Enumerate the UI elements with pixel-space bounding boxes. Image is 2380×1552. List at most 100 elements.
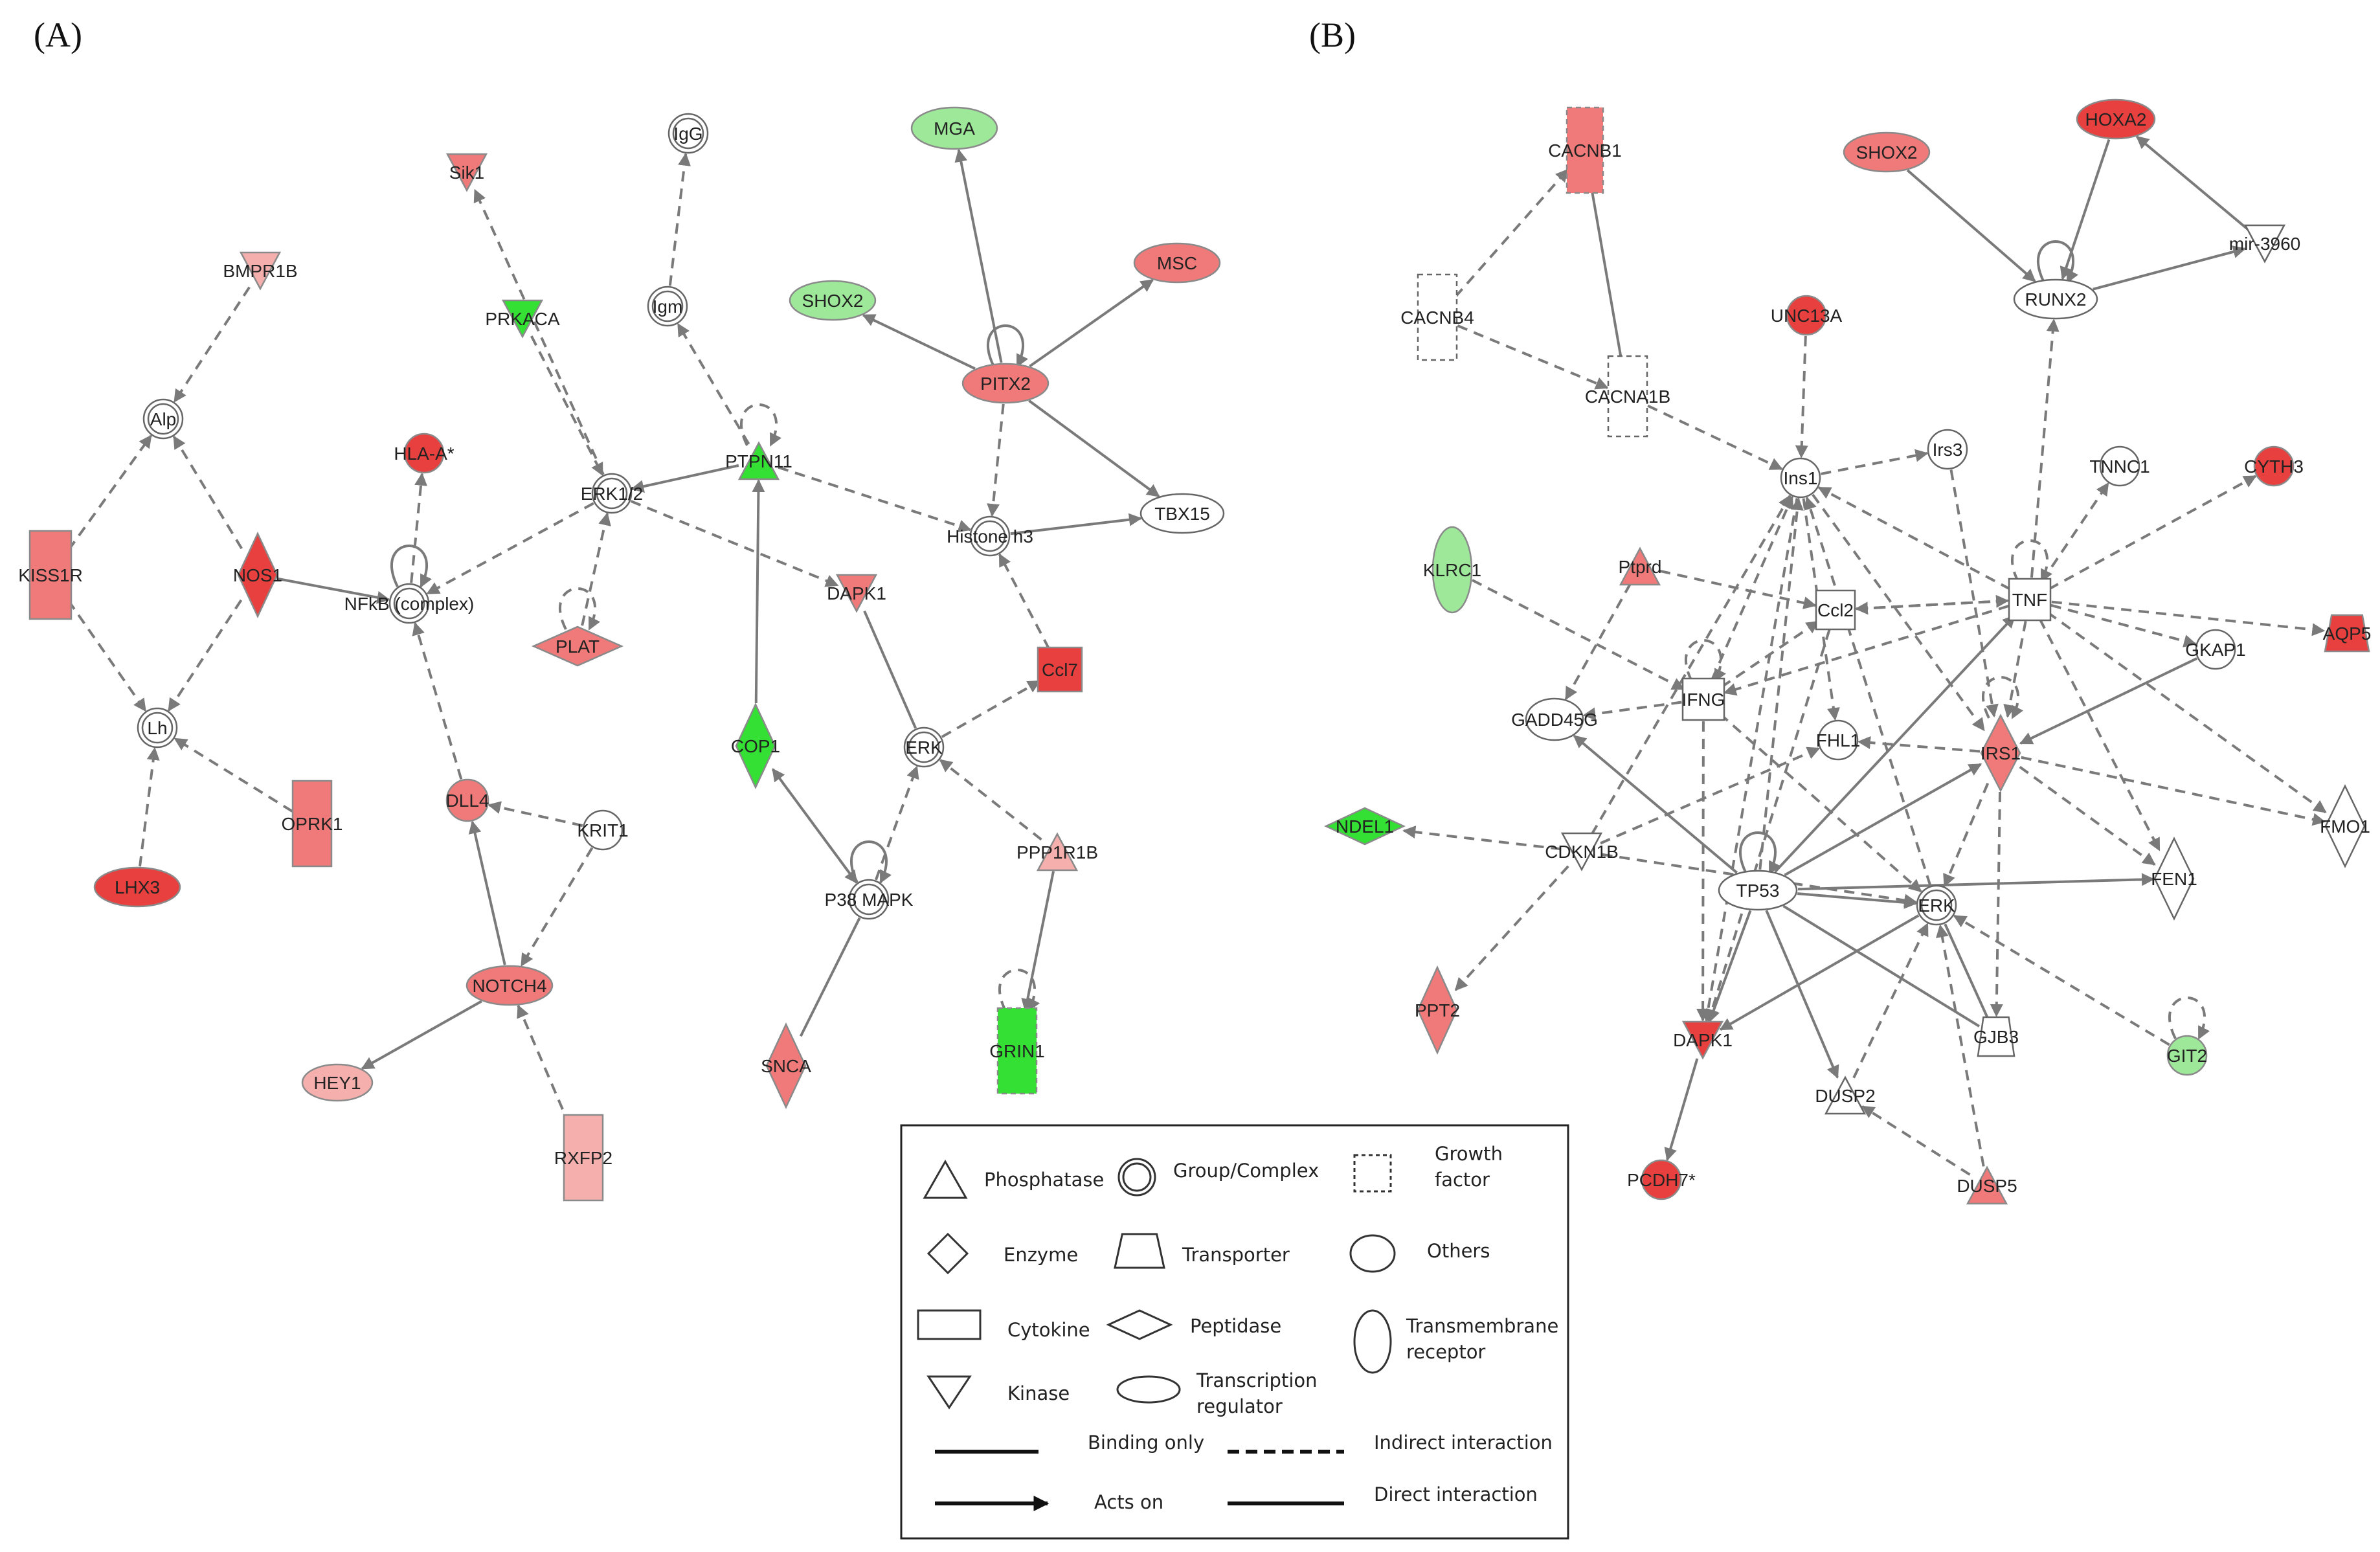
node-a-grin1[interactable]: GRIN1 xyxy=(989,1007,1045,1095)
node-b-tnf[interactable]: TNF xyxy=(2008,578,2052,622)
node-a-igm[interactable]: Igm xyxy=(647,286,688,327)
edge-b-mir3960-hoxa2 xyxy=(2135,135,2251,232)
node-label: KRIT1 xyxy=(577,820,628,840)
node-a-rxfp2[interactable]: RXFP2 xyxy=(554,1114,612,1202)
node-b-ccl2[interactable]: Ccl2 xyxy=(1815,589,1856,631)
node-label: DAPK1 xyxy=(1673,1030,1733,1050)
edge-b-tnf-ifng xyxy=(1723,605,2010,696)
edge-a-pitx2-shox2a xyxy=(862,313,976,370)
legend-other-icon xyxy=(1349,1234,1396,1273)
node-b-git2[interactable]: GIT2 xyxy=(2166,1035,2208,1076)
node-a-shox2a[interactable]: SHOX2 xyxy=(789,280,877,321)
node-a-nfkb[interactable]: NFkB (complex) xyxy=(344,583,475,624)
node-label: IFNG xyxy=(1682,690,1725,710)
node-a-krit1[interactable]: KRIT1 xyxy=(577,809,629,851)
node-b-cyth3[interactable]: CYTH3 xyxy=(2244,445,2304,487)
node-b-tp53[interactable]: TP53 xyxy=(1718,870,1798,911)
node-a-oprk1[interactable]: OPRK1 xyxy=(282,780,343,868)
node-b-pcdh7[interactable]: PCDH7* xyxy=(1627,1159,1696,1200)
legend-item-other: Others xyxy=(1349,1234,1490,1273)
node-b-irs1[interactable]: IRS1 xyxy=(1980,714,2021,793)
node-b-mir3960[interactable]: mir-3960 xyxy=(2229,224,2300,264)
node-shape-other xyxy=(582,809,623,851)
node-b-cacnb4[interactable]: CACNB4 xyxy=(1400,273,1474,361)
legend-transmembrane-receptor-icon xyxy=(1353,1309,1392,1374)
node-a-plat[interactable]: PLAT xyxy=(531,625,624,667)
node-a-ptpn11[interactable]: PTPN11 xyxy=(725,441,792,480)
legend-phosphatase-icon xyxy=(923,1159,968,1199)
node-shape-phosphatase xyxy=(1966,1165,2008,1205)
edge-b-ins1-dapk1b xyxy=(1701,498,1799,1022)
node-a-histoneh3[interactable]: Histone h3 xyxy=(947,515,1033,557)
node-b-fhl1[interactable]: FHL1 xyxy=(1816,719,1860,761)
node-a-ccl7[interactable]: Ccl7 xyxy=(1037,646,1083,693)
node-shape-phosphatase xyxy=(1619,546,1661,586)
edge-b-cacnb4-cacna1b xyxy=(1457,324,1609,390)
node-a-pitx2[interactable]: PITX2 xyxy=(961,363,1050,404)
node-a-hla-a[interactable]: HLA-A* xyxy=(394,433,455,474)
edge-b-irs1-erkb xyxy=(1943,783,1990,888)
node-label: NOTCH4 xyxy=(472,976,546,996)
node-b-erkb[interactable]: ERK xyxy=(1916,884,1957,926)
legend-transcription-regulator-icon xyxy=(1116,1375,1181,1404)
node-a-lh[interactable]: Lh xyxy=(137,707,178,748)
node-b-unc13a[interactable]: UNC13A xyxy=(1771,295,1843,336)
node-b-ptprd[interactable]: Ptprd xyxy=(1619,546,1662,586)
node-a-msc[interactable]: MSC xyxy=(1133,242,1221,284)
node-a-prkaca[interactable]: PRKACA xyxy=(485,299,560,339)
edge-b-tp53-erkb xyxy=(1797,892,1918,909)
node-label: BMPR1B xyxy=(223,261,297,281)
node-b-hoxa2[interactable]: HOXA2 xyxy=(2076,98,2156,140)
node-label: CYTH3 xyxy=(2244,456,2304,477)
node-b-cdkn1b[interactable]: CDKN1B xyxy=(1545,832,1619,872)
node-b-gadd45g[interactable]: GADD45G xyxy=(1511,697,1598,741)
node-a-tbx15[interactable]: TBX15 xyxy=(1139,493,1225,534)
edge-b-tnf-fmo1 xyxy=(2047,611,2327,814)
node-shape-other xyxy=(1817,719,1859,761)
node-a-bmpr1b[interactable]: BMPR1B xyxy=(223,251,298,291)
node-a-kiss1r[interactable]: KISS1R xyxy=(18,530,83,620)
node-a-ppp1r1b[interactable]: PPP1R1B xyxy=(1016,832,1098,872)
node-b-gjb3[interactable]: GJB3 xyxy=(1973,1016,2019,1057)
node-b-gkap1[interactable]: GKAP1 xyxy=(2185,629,2246,670)
node-b-dusp5[interactable]: DUSP5 xyxy=(1957,1165,2017,1205)
node-b-ppt2[interactable]: PPT2 xyxy=(1415,965,1460,1055)
node-a-erka[interactable]: ERK xyxy=(903,726,945,768)
node-a-lhx3[interactable]: LHX3 xyxy=(93,866,181,908)
node-b-fmo1[interactable]: FMO1 xyxy=(2320,784,2370,868)
node-a-dapk1a[interactable]: DAPK1 xyxy=(827,574,886,613)
node-b-dapk1b[interactable]: DAPK1 xyxy=(1673,1020,1733,1060)
node-b-cacna1b[interactable]: CACNA1B xyxy=(1585,355,1670,438)
node-b-ndel1[interactable]: NDEL1 xyxy=(1324,807,1406,846)
node-b-ins1[interactable]: Ins1 xyxy=(1780,457,1821,499)
node-b-shox2b[interactable]: SHOX2 xyxy=(1843,131,1931,173)
node-a-sik1[interactable]: Sik1 xyxy=(445,153,488,192)
node-b-aqp5[interactable]: AQP5 xyxy=(2323,614,2372,653)
node-b-irs3[interactable]: Irs3 xyxy=(1927,429,1968,470)
node-b-fen1[interactable]: FEN1 xyxy=(2151,837,2197,921)
node-b-runx2[interactable]: RUNX2 xyxy=(2013,278,2098,320)
node-a-igg[interactable]: IgG xyxy=(668,113,709,154)
node-a-mga[interactable]: MGA xyxy=(910,106,998,150)
node-shape-transcription-regulator xyxy=(789,280,877,321)
node-shape-transmembrane-receptor xyxy=(466,965,554,1006)
node-b-cacnb1[interactable]: CACNB1 xyxy=(1548,106,1622,194)
node-a-alp[interactable]: Alp xyxy=(142,398,184,440)
node-label: Alp xyxy=(150,409,176,429)
node-b-klrc1[interactable]: KLRC1 xyxy=(1423,526,1481,614)
node-a-notch4[interactable]: NOTCH4 xyxy=(466,965,554,1006)
node-a-snca[interactable]: SNCA xyxy=(761,1022,811,1109)
node-label: PCDH7* xyxy=(1627,1170,1696,1190)
node-a-nos1[interactable]: NOS1 xyxy=(233,532,282,618)
node-b-tnnc1[interactable]: TNNC1 xyxy=(2089,445,2150,487)
node-a-dll4[interactable]: DLL4 xyxy=(446,778,489,822)
node-label: SHOX2 xyxy=(802,291,864,311)
node-a-erk12[interactable]: ERK1/2 xyxy=(581,473,644,514)
edge-a-erka-dapk1a xyxy=(863,610,917,729)
node-shape-transcription-regulator xyxy=(2013,278,2098,320)
node-a-cop1[interactable]: COP1 xyxy=(731,703,780,789)
node-b-dusp2[interactable]: DUSP2 xyxy=(1815,1075,1876,1115)
node-a-hey1[interactable]: HEY1 xyxy=(301,1063,374,1102)
node-b-ifng[interactable]: IFNG xyxy=(1682,677,1725,721)
node-a-p38[interactable]: P38 MAPK xyxy=(825,879,914,920)
